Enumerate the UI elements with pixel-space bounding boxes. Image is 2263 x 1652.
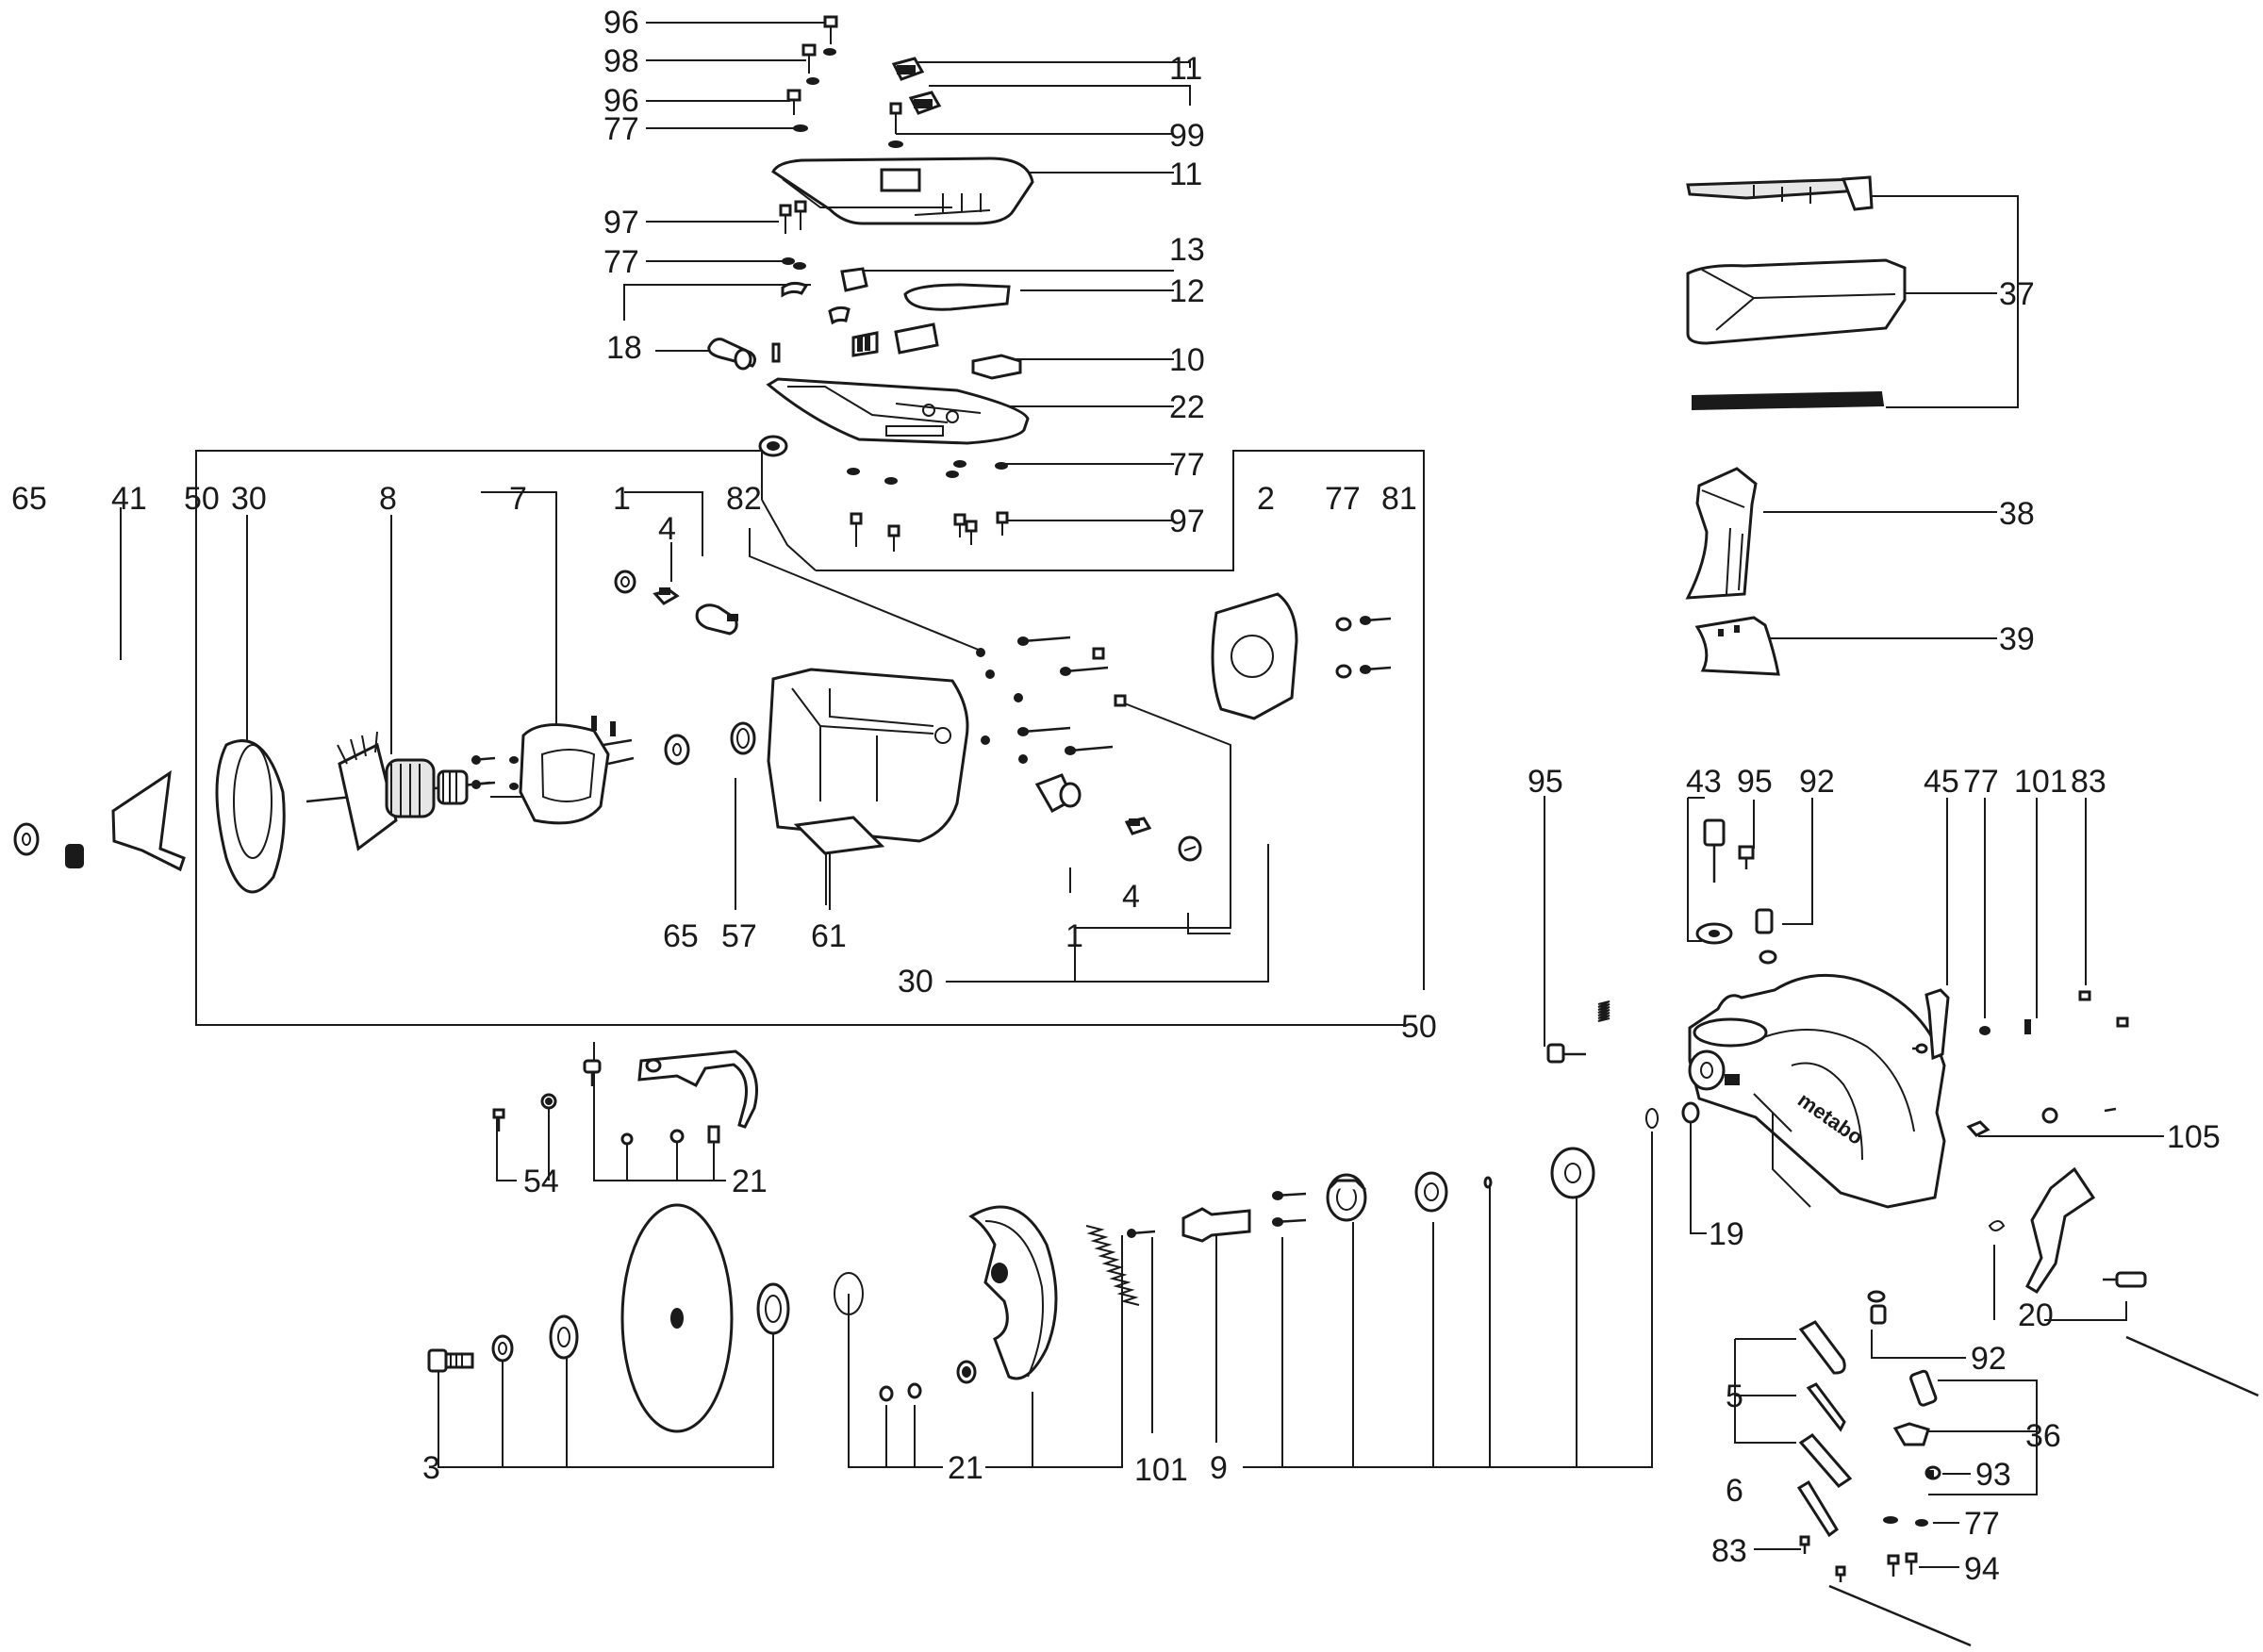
label-4: 4 (658, 511, 676, 547)
label-8: 8 (379, 481, 397, 517)
label-97: 97 (603, 205, 639, 240)
label-2: 2 (1257, 481, 1275, 517)
label-12: 12 (1169, 273, 1205, 309)
label-1: 1 (613, 481, 631, 517)
label-77: 77 (1325, 481, 1361, 517)
label-101: 101 (2014, 764, 2068, 800)
label-61: 61 (811, 918, 847, 954)
label-18: 18 (606, 330, 642, 366)
label-43: 43 (1686, 764, 1722, 800)
part-housing-30 (664, 636, 1202, 862)
part-end-cap-2 (1211, 592, 1392, 720)
label-21: 21 (948, 1450, 983, 1486)
part-lower-right-group (1796, 1166, 2259, 1647)
label-65: 65 (11, 481, 47, 517)
label-92: 92 (1971, 1341, 2007, 1377)
part-37-guard (1686, 175, 1907, 411)
label-30: 30 (231, 481, 267, 517)
label-101: 101 (1134, 1452, 1188, 1488)
label-11: 11 (1169, 157, 1202, 192)
part-38-39-chip-chutes (1685, 467, 1780, 676)
label-65: 65 (663, 918, 699, 954)
label-20: 20 (2018, 1297, 2054, 1333)
label-10: 10 (1169, 342, 1205, 378)
label-57: 57 (721, 918, 757, 954)
label-77: 77 (603, 111, 639, 147)
label-82: 82 (726, 481, 762, 517)
label-83: 83 (2071, 764, 2106, 800)
label-7: 7 (509, 481, 527, 517)
label-93: 93 (1975, 1457, 2011, 1493)
part-motor-group (13, 570, 738, 894)
label-83: 83 (1711, 1533, 1747, 1569)
label-5: 5 (1726, 1379, 1743, 1414)
label-30: 30 (898, 964, 933, 999)
label-3: 3 (422, 1450, 440, 1486)
label-37: 37 (1999, 276, 2035, 312)
label-96: 96 (603, 5, 639, 41)
part-number-labels: 96 98 96 77 97 77 18 11 99 11 13 12 10 2… (11, 5, 2221, 1587)
label-98: 98 (603, 43, 639, 79)
part-switches-11 (891, 57, 942, 115)
label-77: 77 (1963, 764, 1999, 800)
label-39: 39 (1999, 621, 2035, 657)
label-99: 99 (1169, 118, 1205, 154)
part-blade-group (427, 1203, 1156, 1433)
label-6: 6 (1726, 1473, 1743, 1509)
label-81: 81 (1381, 481, 1417, 517)
part-arm-21-group (492, 1049, 758, 1146)
label-22: 22 (1169, 389, 1205, 425)
label-41: 41 (111, 481, 147, 517)
label-50: 50 (184, 481, 220, 517)
label-97: 97 (1169, 504, 1205, 539)
label-13: 13 (1169, 232, 1205, 268)
label-11: 11 (1169, 51, 1202, 87)
part-top-screws (779, 15, 903, 270)
label-4: 4 (1122, 879, 1140, 915)
part-upper-guard-group: metabo (1546, 818, 2129, 1209)
label-96: 96 (603, 83, 639, 119)
label-21: 21 (732, 1164, 768, 1199)
label-50: 50 (1401, 1009, 1437, 1045)
label-77: 77 (1169, 447, 1205, 483)
label-105: 105 (2167, 1119, 2221, 1155)
label-36: 36 (2025, 1418, 2061, 1454)
label-19: 19 (1709, 1216, 1744, 1252)
label-45: 45 (1924, 764, 1959, 800)
label-9: 9 (1210, 1450, 1228, 1486)
label-54: 54 (523, 1164, 559, 1199)
label-1: 1 (1065, 918, 1083, 954)
label-77: 77 (603, 244, 639, 280)
label-92: 92 (1799, 764, 1835, 800)
label-95: 95 (1528, 764, 1563, 800)
label-95: 95 (1737, 764, 1773, 800)
part-handle-base-22 (758, 377, 1030, 552)
part-top-cover-11 (771, 157, 1034, 225)
part-handle-internals (707, 267, 1022, 380)
label-38: 38 (1999, 496, 2035, 532)
part-spindle-9-group (1181, 1108, 1659, 1243)
label-94: 94 (1964, 1551, 2000, 1587)
label-77: 77 (1964, 1506, 2000, 1542)
